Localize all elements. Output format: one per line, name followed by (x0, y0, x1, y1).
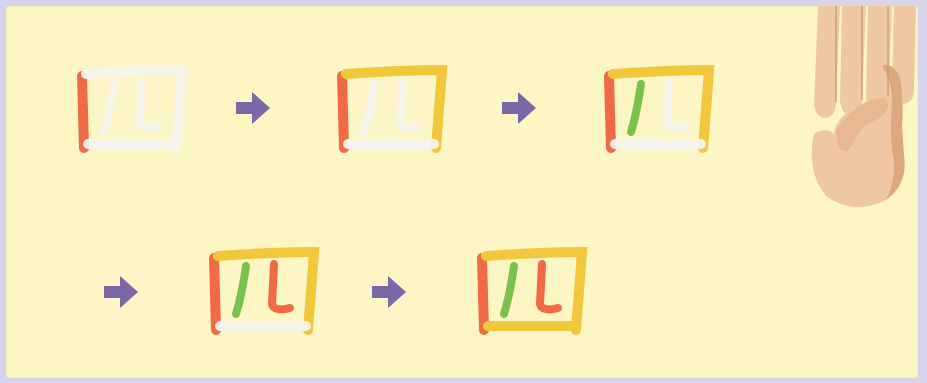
step-arrow-1 (230, 86, 274, 130)
step-arrow-4 (366, 270, 410, 314)
character-stroke-step-3 (591, 56, 721, 166)
character-stroke-step-2 (324, 56, 454, 166)
step-arrow-3 (98, 270, 142, 314)
character-stroke-step-4 (196, 238, 326, 348)
right-arrow-icon (230, 86, 274, 130)
stroke-step-1 (64, 56, 194, 166)
stroke-step-3 (591, 56, 721, 166)
stroke-step-4 (196, 238, 326, 348)
right-arrow-icon (98, 270, 142, 314)
character-stroke-step-5 (464, 238, 594, 348)
character-stroke-step-1 (64, 56, 194, 166)
stroke-order-card (6, 6, 918, 378)
step-arrow-2 (496, 86, 540, 130)
right-arrow-icon (496, 86, 540, 130)
hand-four-fingers-icon (796, 6, 922, 211)
stroke-step-2 (324, 56, 454, 166)
stroke-step-5 (464, 238, 594, 348)
right-arrow-icon (366, 270, 410, 314)
